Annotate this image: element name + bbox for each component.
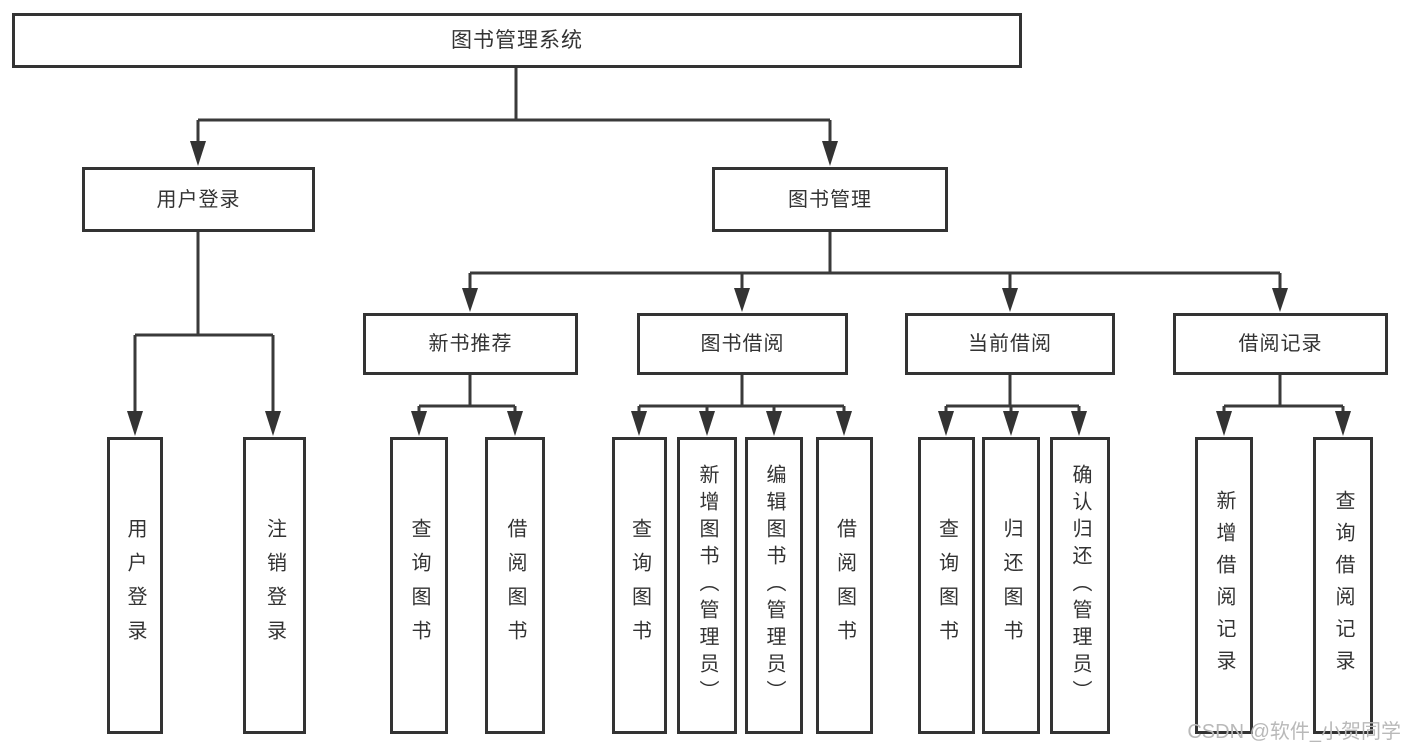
node-leaf-query-book-bb: 查询图书 — [612, 437, 667, 734]
node-leaf-borrow-book-rec: 借阅图书 — [485, 437, 545, 734]
node-user-login: 用户登录 — [82, 167, 315, 232]
node-book-management: 图书管理 — [712, 167, 948, 232]
node-root: 图书管理系统 — [12, 13, 1022, 68]
node-current-borrowing: 当前借阅 — [905, 313, 1115, 375]
node-borrowing-records: 借阅记录 — [1173, 313, 1388, 375]
node-leaf-logout: 注销登录 — [243, 437, 306, 734]
node-leaf-borrow-book-bb: 借阅图书 — [816, 437, 873, 734]
node-leaf-add-book-admin: 新增图书（管理员） — [677, 437, 737, 734]
node-new-book-recommendation: 新书推荐 — [363, 313, 578, 375]
node-leaf-return-book: 归还图书 — [982, 437, 1040, 734]
watermark: CSDN @软件_小贺同学 — [1187, 721, 1401, 743]
node-leaf-add-borrow-record: 新增借阅记录 — [1195, 437, 1253, 734]
node-leaf-query-book-rec: 查询图书 — [390, 437, 448, 734]
node-leaf-edit-book-admin: 编辑图书（管理员） — [745, 437, 803, 734]
node-leaf-user-login: 用户登录 — [107, 437, 163, 734]
node-book-borrowing: 图书借阅 — [637, 313, 848, 375]
node-leaf-query-book-cb: 查询图书 — [918, 437, 975, 734]
node-leaf-query-borrow-record: 查询借阅记录 — [1313, 437, 1373, 734]
node-leaf-confirm-return-admin: 确认归还（管理员） — [1050, 437, 1110, 734]
